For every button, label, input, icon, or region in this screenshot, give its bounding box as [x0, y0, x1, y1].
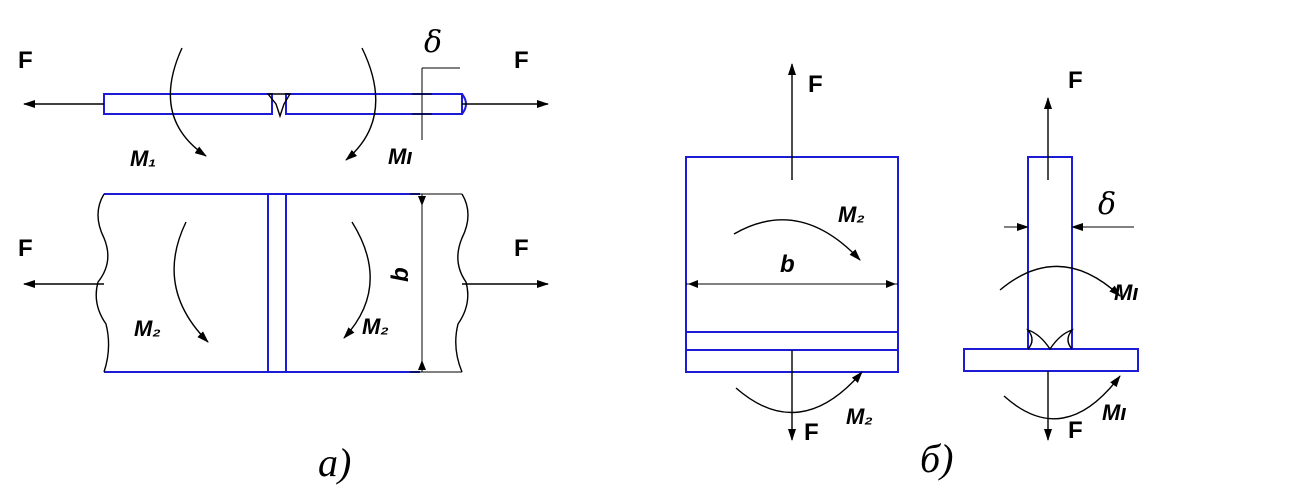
moment-label: M₂ — [362, 314, 389, 339]
width-label: b — [780, 251, 795, 278]
force-label: F — [514, 235, 529, 262]
caption-b: б) — [920, 436, 953, 481]
moment-label: Mı — [388, 144, 412, 169]
force-label: F — [18, 47, 33, 74]
part-a-plan-view — [23, 193, 549, 373]
force-label: F — [1068, 417, 1083, 444]
moment-label: M₁ — [130, 146, 156, 171]
moment-arc-left — [173, 221, 209, 343]
thickness-label: δ — [1098, 187, 1116, 222]
moment-label: M₂ — [838, 202, 865, 227]
caption-a: a) — [318, 440, 351, 485]
force-label: F — [808, 71, 823, 98]
force-label: F — [804, 419, 819, 446]
moment-label: M₂ — [846, 404, 873, 429]
moment-arc-right — [345, 47, 377, 161]
thickness-label: δ — [424, 25, 442, 60]
part-b-side-view — [963, 97, 1139, 441]
force-label: F — [18, 235, 33, 262]
moment-label: Mı — [1114, 280, 1138, 305]
part-a-cross-section — [23, 47, 549, 161]
moment-label: Mı — [1102, 400, 1126, 425]
part-b-front-view — [685, 63, 899, 441]
moment-label: M₂ — [134, 316, 161, 341]
force-label: F — [1068, 67, 1083, 94]
moment-arc-lower — [1003, 375, 1121, 420]
width-label: b — [387, 267, 414, 282]
moment-arc-upper — [733, 219, 861, 261]
moment-arc-left — [169, 47, 207, 157]
force-label: F — [514, 47, 529, 74]
moment-arc-right — [343, 221, 371, 339]
moment-arc-upper — [999, 265, 1121, 297]
moment-arc-lower — [735, 371, 863, 414]
